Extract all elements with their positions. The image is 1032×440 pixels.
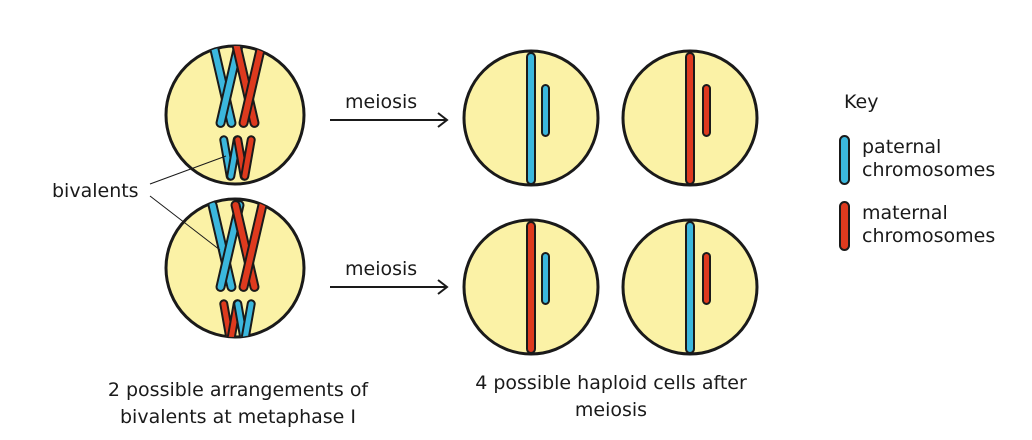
paternal-chromatid [240, 299, 256, 337]
meiosis-arrow-top: meiosis [330, 91, 449, 128]
arrow-head-icon [437, 279, 449, 295]
legend-paternal-label: chromosomes [862, 159, 995, 181]
haploid-cell-3 [462, 218, 600, 356]
haploid-cell-1 [462, 49, 600, 187]
legend: Key paternal chromosomes maternal chromo… [839, 91, 995, 251]
maternal-chromosome [526, 221, 536, 354]
legend-paternal-label: paternal [862, 136, 941, 158]
paternal-chromosome [541, 84, 550, 137]
legend-maternal-label: chromosomes [862, 225, 995, 247]
paternal-chromosome [685, 221, 695, 354]
bivalent-small-bottom [219, 299, 256, 337]
caption-right: 4 possible haploid cells after [475, 372, 747, 394]
caption-right: meiosis [575, 399, 647, 421]
pointer-line [149, 155, 227, 185]
meiosis-label: meiosis [345, 91, 417, 113]
bivalent-large-top [207, 46, 268, 128]
bivalent-small-top [219, 135, 256, 181]
legend-title: Key [844, 91, 878, 113]
caption-left: bivalents at metaphase I [120, 406, 356, 428]
maternal-chromatid [238, 46, 268, 128]
paternal-chromosome [541, 252, 550, 305]
paternal-chromosome [526, 52, 536, 185]
haploid-cell-4 [621, 218, 759, 356]
haploid-cell-2 [621, 49, 759, 187]
maternal-chromosome [702, 84, 711, 137]
pointer-line [149, 195, 221, 251]
legend-maternal-swatch [839, 201, 850, 251]
bivalent-large-bottom [207, 200, 268, 292]
caption-left: 2 possible arrangements of [108, 379, 370, 401]
arrow-head-icon [437, 112, 449, 128]
maternal-chromatid [240, 135, 256, 181]
meiosis-arrow-bottom: meiosis [330, 258, 449, 295]
metaphase-cell-bottom [164, 197, 306, 339]
legend-paternal-swatch [839, 135, 850, 185]
maternal-chromosome [685, 52, 695, 185]
bivalents-label: bivalents [52, 180, 139, 202]
meiosis-label: meiosis [345, 258, 417, 280]
legend-maternal-label: maternal [862, 202, 948, 224]
maternal-chromosome [702, 252, 711, 305]
metaphase-cell-top [164, 44, 306, 186]
